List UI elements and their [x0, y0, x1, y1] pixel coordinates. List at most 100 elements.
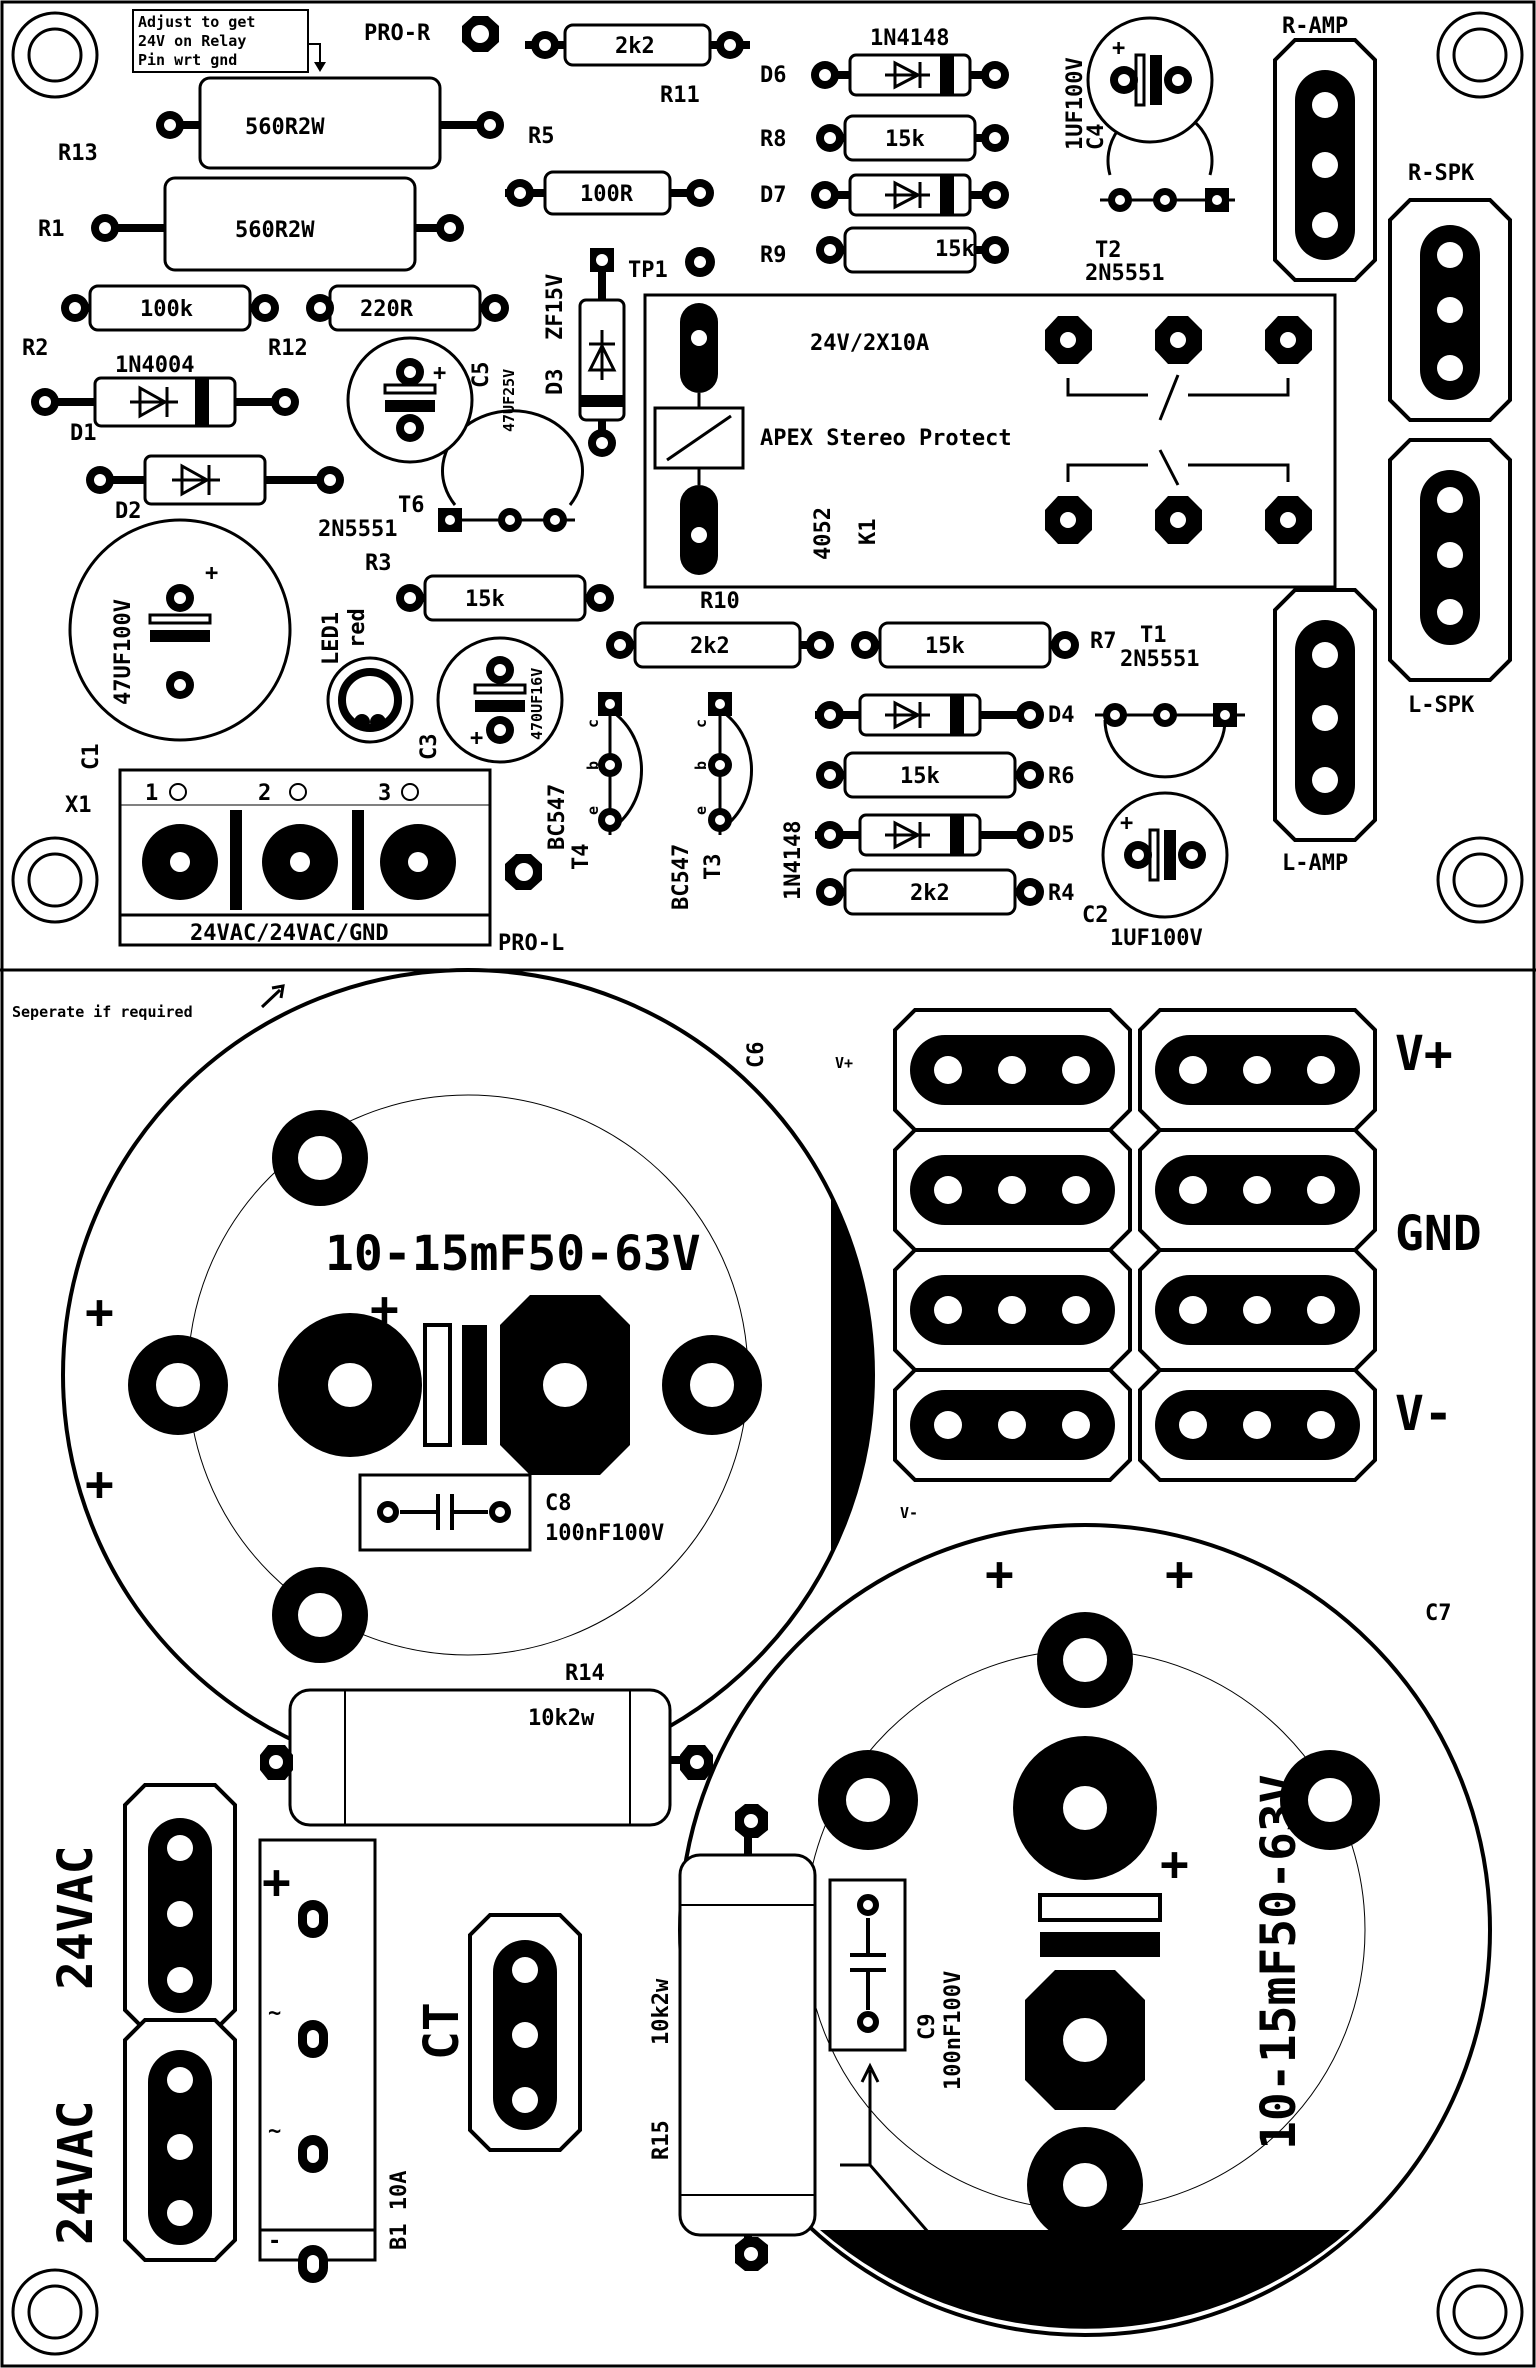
led1-ref: LED1 — [319, 612, 344, 665]
r4-value: 2k2 — [910, 881, 950, 906]
d1-ref: D1 — [70, 421, 97, 446]
resistor-r7: 15k R7 — [851, 621, 1117, 669]
t1-ref: T1 — [1140, 623, 1167, 648]
relay-k1: 24V/2X10A APEX Stereo Protect 4052 K1 — [643, 293, 1337, 589]
pro-l-label: PRO-L — [498, 931, 564, 956]
t3-pin-b: b — [692, 761, 710, 770]
resistor-r4: 2k2 R4 — [816, 868, 1075, 916]
r1-ref: R1 — [38, 217, 65, 242]
resistor-r12: 220R R12 — [268, 284, 509, 361]
relay-rating: 24V/2X10A — [810, 331, 929, 356]
diode-d3: ZF15V D3 — [543, 248, 626, 457]
resistor-r5: 100R R5 — [505, 124, 714, 216]
r10-value: 2k2 — [690, 634, 730, 659]
connector-l-amp: L-AMP — [1273, 588, 1377, 876]
capacitor-c9: C9 100nF100V — [828, 1878, 966, 2090]
b1-label: B1 10A — [387, 2171, 412, 2250]
resistor-r14: R14 10k2w — [260, 1661, 713, 1827]
r8-value: 15k — [885, 127, 925, 152]
c2-value: 1UF100V — [1110, 926, 1203, 951]
vminus-small-label: V- — [900, 1504, 918, 1522]
t3-value: BC547 — [669, 844, 694, 910]
svg-text:+: + — [205, 561, 218, 586]
connector-ct: CT — [414, 1913, 582, 2152]
c5-value: 47UF25V — [500, 369, 518, 432]
connector-24vac: 24VAC 24VAC — [48, 1783, 237, 2262]
d2-ref: D2 — [115, 499, 142, 524]
t4-pin-c: c — [584, 719, 602, 728]
b1-ac2: ~ — [268, 2119, 281, 2144]
svg-text:+: + — [433, 361, 446, 386]
resistor-r11: 2k2 R11 — [525, 23, 750, 108]
resistor-r6: 15k R6 — [816, 751, 1075, 799]
relay-ref: K1 — [856, 519, 881, 546]
d3-value: ZF15V — [543, 274, 568, 340]
c6-value: 10-15mF50-63V — [325, 1226, 701, 1282]
r2-value: 100k — [140, 297, 193, 322]
connector-r-amp: R-AMP — [1273, 14, 1377, 282]
relay-title: APEX Stereo Protect — [760, 426, 1012, 451]
c5-ref: C5 — [469, 362, 494, 389]
bridge-b1: + ~ ~ - B1 10A — [258, 1838, 412, 2283]
t3-ref: T3 — [701, 854, 726, 881]
r12-ref: R12 — [268, 336, 308, 361]
r6-ref: R6 — [1048, 764, 1075, 789]
d5-value: 1N4148 — [781, 821, 806, 900]
r15-ref: R15 — [649, 2120, 674, 2160]
diode-d2: D2 — [86, 454, 344, 524]
resistor-r13: 560R2W R13 — [58, 76, 504, 170]
svg-text:+: + — [1165, 1546, 1194, 1602]
c9-value: 100nF100V — [941, 1971, 966, 2090]
pro-r-label: PRO-R — [364, 21, 431, 46]
d3-ref: D3 — [543, 369, 568, 396]
r7-value: 15k — [925, 634, 965, 659]
diode-d1: 1N4004 D1 — [31, 353, 299, 446]
t4-value: BC547 — [545, 784, 570, 850]
underboard-note: underboard mounting — [895, 2261, 1147, 2286]
led1-value: red — [345, 608, 370, 648]
resistor-r10: 2k2 R10 — [606, 589, 834, 669]
d1-value: 1N4004 — [115, 353, 194, 378]
c2-ref: C2 — [1082, 903, 1109, 928]
vplus-small-label: V+ — [835, 1054, 853, 1072]
d4-ref: D4 — [1048, 703, 1075, 728]
d5-ref: D5 — [1048, 823, 1075, 848]
t4-ref: T4 — [569, 844, 594, 871]
c7-ref: C7 — [1425, 1601, 1452, 1626]
t3-pin-e: e — [692, 806, 710, 815]
r3-value: 15k — [465, 587, 505, 612]
r5-value: 100R — [580, 182, 634, 207]
r9-value: 15k — [935, 237, 975, 262]
r14-value: 10k2w — [528, 1706, 595, 1731]
diode-d6: 1N4148 D6 — [760, 26, 1009, 97]
diode-d7: D7 — [760, 173, 1009, 217]
capacitor-c4: + 1UF100V C4 — [1063, 16, 1214, 150]
svg-text:+: + — [470, 726, 483, 751]
r6-value: 15k — [900, 764, 940, 789]
svg-text:+: + — [1112, 36, 1125, 61]
x1-pin-3: 3 — [378, 781, 391, 806]
adjust-note-line-2: 24V on Relay — [138, 32, 246, 50]
t3-pin-c: c — [692, 719, 710, 728]
svg-text:+: + — [985, 1546, 1014, 1602]
capacitor-c5: + C5 47UF25V — [346, 336, 518, 464]
svg-text:+: + — [85, 1456, 114, 1512]
diode-d4: D4 — [815, 693, 1075, 737]
gnd-label: GND — [1395, 1206, 1482, 1262]
vminus-label: V- — [1395, 1386, 1453, 1442]
r5-ref: R5 — [528, 124, 555, 149]
resistor-r1: 560R2W R1 — [38, 176, 464, 272]
b1-ac1: ~ — [268, 2001, 281, 2026]
c9-ref: C9 — [915, 2014, 940, 2041]
r12-value: 220R — [360, 297, 414, 322]
resistor-r9: 15k R9 — [760, 226, 1009, 274]
ac1-label: 24VAC — [48, 1846, 104, 1991]
r4-ref: R4 — [1048, 881, 1075, 906]
t4-pin-e: e — [584, 806, 602, 815]
x1-ref: X1 — [65, 793, 92, 818]
c1-ref: C1 — [79, 744, 104, 771]
c6-ref: C6 — [744, 1042, 769, 1069]
d6-value: 1N4148 — [870, 26, 949, 51]
d7-ref: D7 — [760, 183, 787, 208]
r3-ref: R3 — [365, 551, 392, 576]
